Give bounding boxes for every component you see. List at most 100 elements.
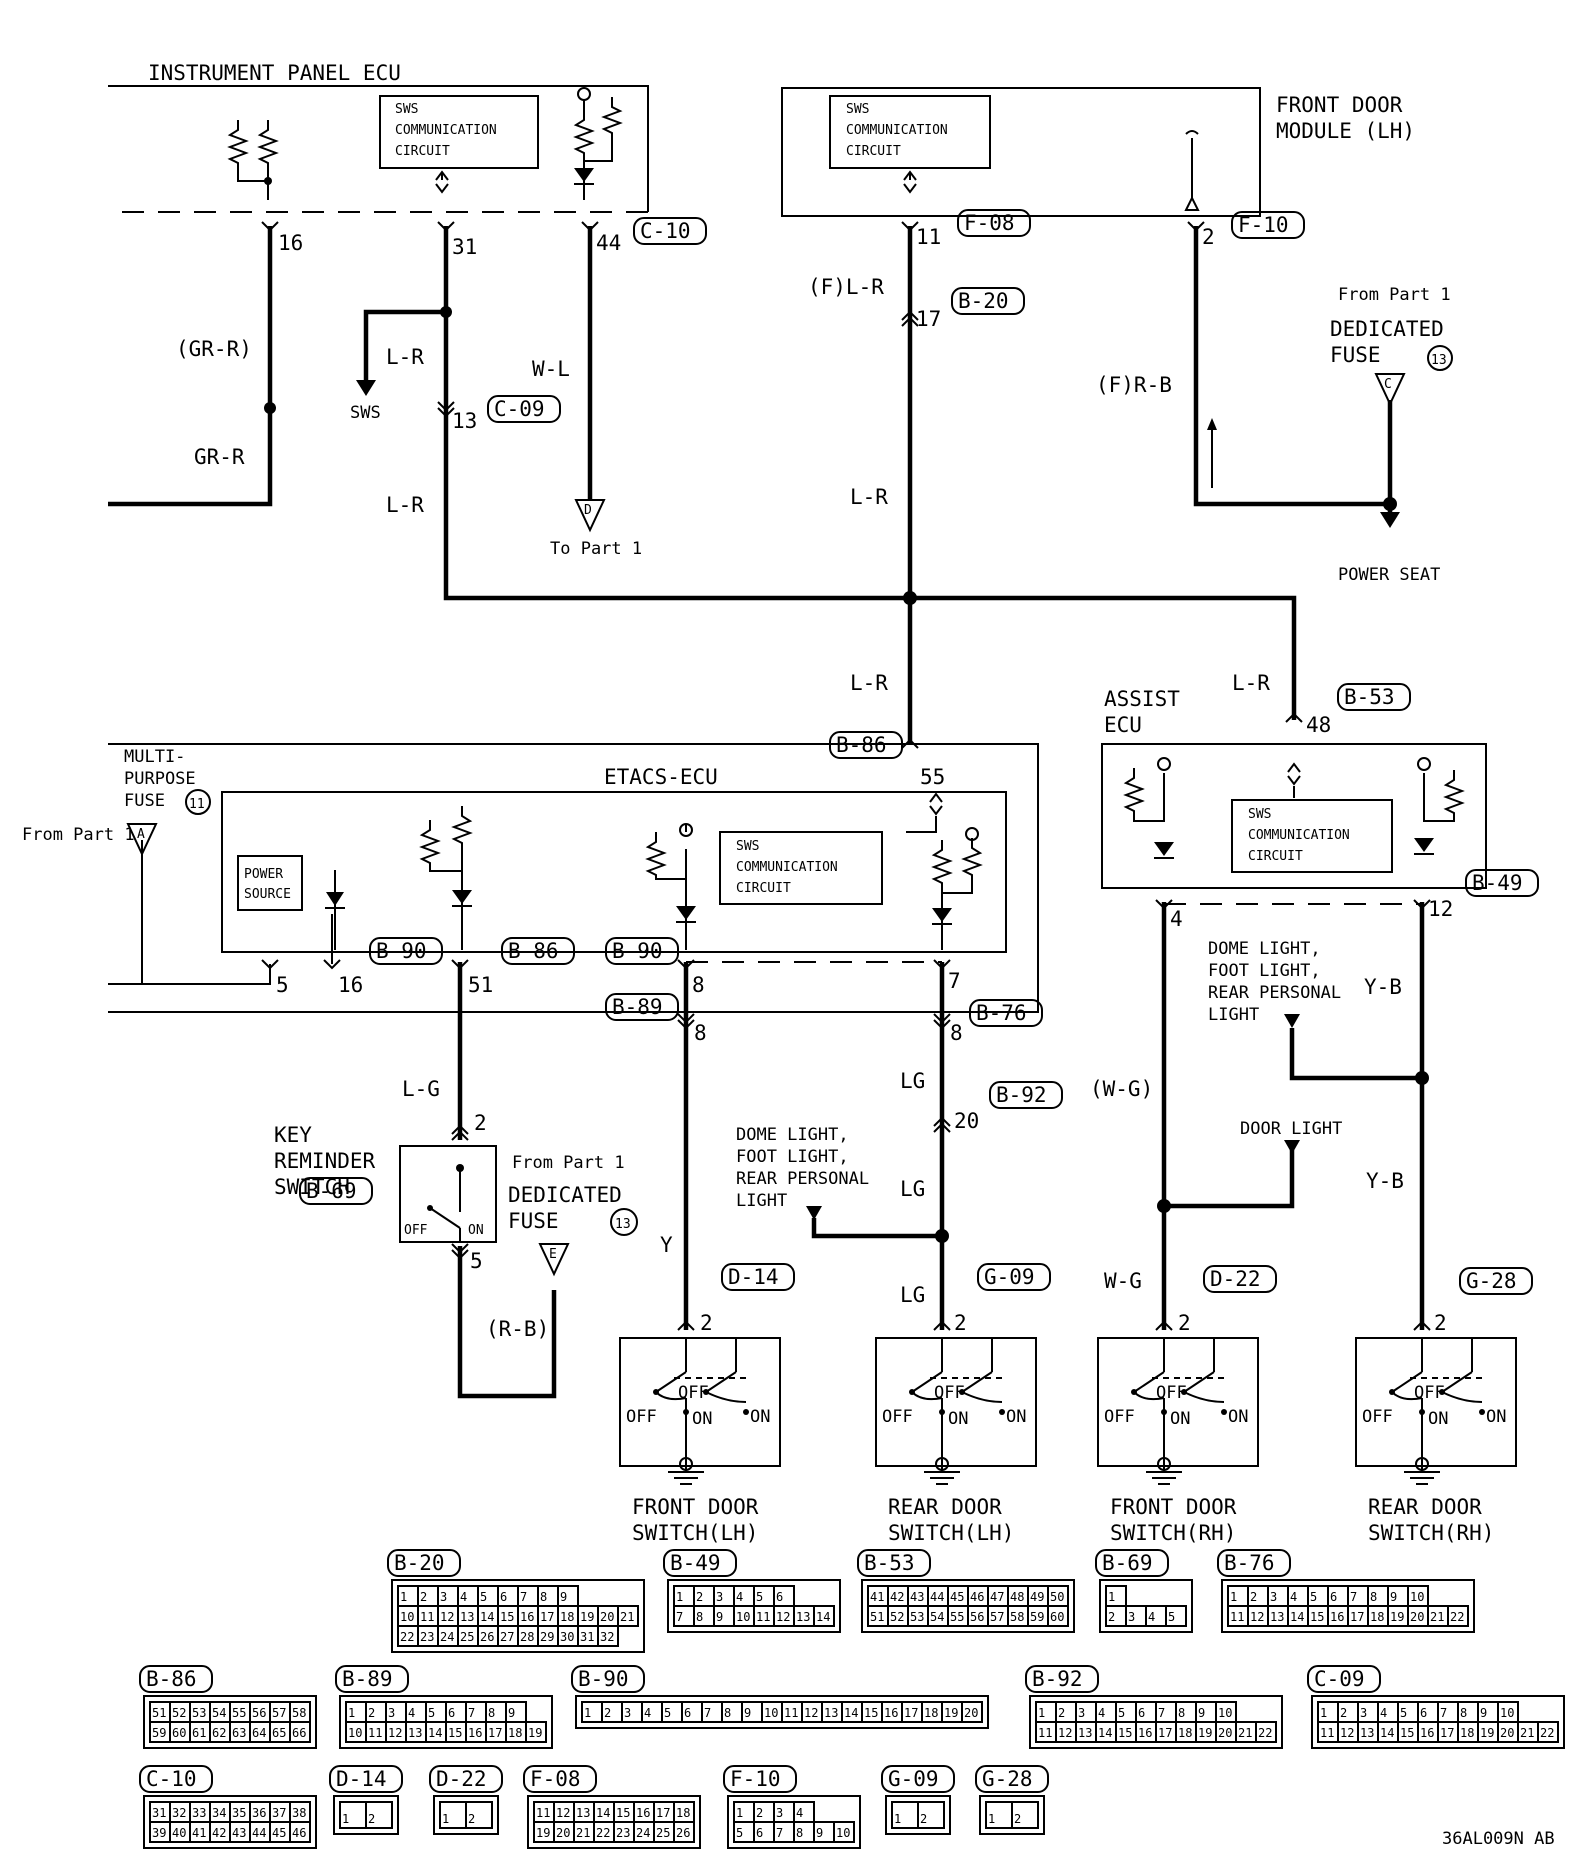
connector-pin: 20 <box>556 1826 570 1840</box>
connector-tag: B-86 <box>501 937 575 965</box>
connector-pin: 6 <box>500 1590 507 1604</box>
connector-pin: 17 <box>904 1706 918 1720</box>
connector-pin: 6 <box>1138 1706 1145 1720</box>
connector-pin: 19 <box>1390 1610 1404 1624</box>
connector-pin: 5 <box>1118 1706 1125 1720</box>
connector-pin: 5 <box>664 1706 671 1720</box>
connector-pin: 4 <box>408 1706 415 1720</box>
on-label: ON <box>692 1409 712 1429</box>
connector-face-label: B-86 <box>146 1667 197 1691</box>
connector-pin: 19 <box>536 1826 550 1840</box>
connector-pin: 54 <box>212 1706 226 1720</box>
dome-light-label-4: LIGHT <box>736 1191 787 1211</box>
connector-pin: 35 <box>232 1806 246 1820</box>
connector-pin: 40 <box>172 1826 186 1840</box>
connector-pin: 14 <box>844 1706 858 1720</box>
connector-tag: B-89 <box>605 993 679 1021</box>
connector-pin: 9 <box>1480 1706 1487 1720</box>
connector-pin: 45 <box>950 1590 964 1604</box>
communication-label: COMMUNICATION <box>846 123 948 138</box>
connector-pin: 31 <box>580 1630 594 1644</box>
multi-purpose-fuse-label-2: PURPOSE <box>124 769 196 789</box>
fuse-number: 13 <box>615 1217 631 1232</box>
connector-pin: 21 <box>1520 1726 1534 1740</box>
diode-icon <box>325 870 345 950</box>
connector-pin: 14 <box>1290 1610 1304 1624</box>
wire-label-f-r-b: (F)R-B <box>1096 373 1172 397</box>
connector-pin: 10 <box>400 1610 414 1624</box>
connector-pin: 57 <box>990 1610 1004 1624</box>
connector-pin: 45 <box>272 1826 286 1840</box>
connector-pin: 18 <box>1460 1726 1474 1740</box>
connector-pin: 9 <box>1198 1706 1205 1720</box>
resistor-diode-icon <box>419 806 473 950</box>
connector-pin: 3 <box>1128 1610 1135 1624</box>
connector-pin: 10 <box>1500 1706 1514 1720</box>
connector-pin: 2 <box>756 1806 763 1820</box>
connector-pin: 21 <box>1430 1610 1444 1624</box>
on-label: ON <box>1486 1407 1506 1427</box>
connector-pin: 26 <box>676 1826 690 1840</box>
connector-pin: 25 <box>656 1826 670 1840</box>
connector-pin: 2 <box>1340 1706 1347 1720</box>
connector-pin: 3 <box>388 1706 395 1720</box>
connector-face-label: B-49 <box>670 1551 721 1575</box>
connector-pin: 2 <box>468 1812 475 1826</box>
connector-pin: 18 <box>1178 1726 1192 1740</box>
connector-pin: 1 <box>584 1706 591 1720</box>
pin-number: 8 <box>692 973 705 997</box>
wire-label-lg: LG <box>900 1177 925 1201</box>
connector-pin: 8 <box>696 1610 703 1624</box>
fuse-label: FUSE <box>508 1209 559 1233</box>
communication-label: COMMUNICATION <box>1248 828 1350 843</box>
pin-number: 16 <box>338 973 363 997</box>
wire-label-r-b: (R-B) <box>486 1317 549 1341</box>
connector-pin: 11 <box>536 1806 550 1820</box>
connector-pin: 8 <box>1178 1706 1185 1720</box>
connector-pin: 36 <box>252 1806 266 1820</box>
wire-label-gr-r-paren: (GR-R) <box>176 337 252 361</box>
connector-tag-label: C-10 <box>640 219 691 243</box>
connector-face-label: B-76 <box>1224 1551 1275 1575</box>
circuit-label: CIRCUIT <box>1248 849 1303 864</box>
connector-pin: 58 <box>292 1706 306 1720</box>
pin-number: 2 <box>1202 225 1215 249</box>
wire-label-w-l: W-L <box>532 357 570 381</box>
connector-pin: 41 <box>870 1590 884 1604</box>
connector-pin: 7 <box>1440 1706 1447 1720</box>
connector-pin: 18 <box>924 1706 938 1720</box>
resistor-diode-icon <box>645 823 696 950</box>
connector-tag-label: C-09 <box>494 397 545 421</box>
assist-ecu: ASSIST ECU SWS COMMUNICATION CIRCUIT <box>1101 687 1487 889</box>
connector-pin: 14 <box>1098 1726 1112 1740</box>
connector-pin: 11 <box>756 1610 770 1624</box>
connector-pin: 18 <box>508 1726 522 1740</box>
sws-label: SWS <box>846 102 869 117</box>
door-switch-label-2: SWITCH(RH) <box>1368 1521 1494 1545</box>
connector-tag: B-92 <box>989 1081 1063 1109</box>
connector-pin: 49 <box>1030 1590 1044 1604</box>
connector-pin: 12 <box>556 1806 570 1820</box>
front-door-module-title-1: FRONT DOOR <box>1276 93 1403 117</box>
connector-pin: 6 <box>684 1706 691 1720</box>
connector-tag: B-86 <box>829 731 903 759</box>
connector-pin: 59 <box>1030 1610 1044 1624</box>
from-part1-label: From Part 1 <box>1338 285 1451 305</box>
connector-pin: 13 <box>1360 1726 1374 1740</box>
communication-label: COMMUNICATION <box>395 123 497 138</box>
connector-tag-label: B-20 <box>958 289 1009 313</box>
connector-pin: 4 <box>796 1806 803 1820</box>
power-label: POWER <box>244 867 283 882</box>
marker-letter: E <box>549 1247 557 1262</box>
connector-pin: 9 <box>816 1826 823 1840</box>
connector-pin: 44 <box>252 1826 266 1840</box>
connector-pin: 63 <box>232 1726 246 1740</box>
connector-pin: 37 <box>272 1806 286 1820</box>
connector-pin: 1 <box>342 1812 349 1826</box>
connector-pin: 29 <box>540 1630 554 1644</box>
connector-pin: 18 <box>1370 1610 1384 1624</box>
